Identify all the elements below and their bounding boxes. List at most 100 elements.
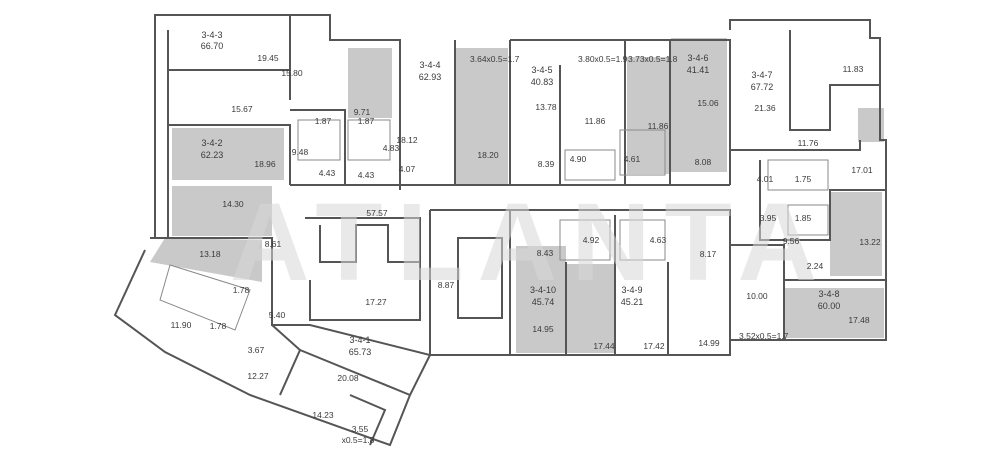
balcony-area: 3.64 bbox=[470, 54, 487, 64]
apt-3-4-10-fill-a bbox=[516, 246, 566, 353]
apt-code-3-4-5: 3-4-5 bbox=[531, 65, 552, 75]
apt-total-3-4-6: 41.41 bbox=[687, 65, 710, 75]
apt-total-3-4-8: 60.00 bbox=[818, 301, 841, 311]
wall-hall bbox=[305, 217, 421, 321]
apt-total-3-4-7: 67.72 bbox=[751, 82, 774, 92]
wall-right-core bbox=[759, 160, 886, 241]
balcony-area: 3.73 bbox=[628, 54, 645, 64]
apt-total-3-4-9: 45.21 bbox=[621, 297, 644, 307]
wall-3-4-7-inner bbox=[789, 30, 880, 131]
room-area: 4.43 bbox=[319, 168, 336, 178]
bath-3-4-2 bbox=[297, 119, 341, 161]
balcony-area-3-4-4: 3.64x0.5=1.7 bbox=[470, 54, 520, 64]
room-area: 11.83 bbox=[843, 64, 864, 74]
balcony-dims: x0.5=1.8 bbox=[342, 435, 375, 445]
apt-total-3-4-10: 45.74 bbox=[532, 297, 555, 307]
room-area: 18.12 bbox=[396, 135, 418, 145]
room-area: 17.27 bbox=[365, 297, 387, 307]
apt-code-3-4-4: 3-4-4 bbox=[419, 60, 440, 70]
balcony-dims: x0.5=1.8 bbox=[645, 54, 678, 64]
apt-code-3-4-1: 3-4-1 bbox=[349, 335, 370, 345]
room-area: 20.08 bbox=[337, 373, 359, 383]
balcony-area: 3.52 bbox=[739, 331, 756, 341]
room-area: 18.20 bbox=[477, 150, 499, 160]
room-area: 14.99 bbox=[698, 338, 720, 348]
bath-3-4-4 bbox=[347, 119, 391, 161]
apt-code-3-4-3: 3-4-3 bbox=[201, 30, 222, 40]
room-area: 15.06 bbox=[697, 98, 719, 108]
wall-3-4-2-top bbox=[168, 124, 291, 185]
room-area: 4.43 bbox=[358, 170, 375, 180]
room-area: 17.01 bbox=[851, 165, 873, 175]
apt-total-3-4-5: 40.83 bbox=[531, 77, 554, 87]
apt-code-3-4-6: 3-4-6 bbox=[687, 53, 708, 63]
room-area: 4.01 bbox=[757, 174, 774, 184]
room-area: 3.95 bbox=[760, 213, 777, 223]
balcony-area: 3.80 bbox=[578, 54, 595, 64]
apt-3-4-6-fill-a bbox=[627, 57, 669, 174]
apt-3-4-4-fill-b bbox=[456, 48, 508, 185]
wall-right-outer bbox=[729, 19, 887, 341]
wall-hall-rooms bbox=[319, 224, 420, 263]
balcony-dims: x0.5=1.7 bbox=[756, 331, 789, 341]
room-area: 1.78 bbox=[210, 321, 227, 331]
room-area: 12.27 bbox=[247, 371, 269, 381]
room-area: 10.00 bbox=[746, 291, 768, 301]
room-area: 11.76 bbox=[798, 138, 819, 148]
room-area: 9.48 bbox=[292, 147, 309, 157]
room-area: 8.08 bbox=[695, 157, 712, 167]
room-area: 4.61 bbox=[624, 154, 641, 164]
apt-code-3-4-9: 3-4-9 bbox=[621, 285, 642, 295]
room-area: 15.67 bbox=[231, 104, 253, 114]
bath-3-4-1 bbox=[159, 264, 251, 331]
room-area: 8.43 bbox=[537, 248, 554, 258]
room-area: 1.75 bbox=[795, 174, 812, 184]
room-area: 14.23 bbox=[312, 410, 334, 420]
balcony-area-3-4-1: 3.55 bbox=[352, 424, 369, 434]
room-area: 1.78 bbox=[233, 285, 250, 295]
room-area: 8.61 bbox=[265, 239, 282, 249]
apt-code-3-4-7: 3-4-7 bbox=[751, 70, 772, 80]
room-area: 11.90 bbox=[171, 320, 192, 330]
apt-total-3-4-2: 62.23 bbox=[201, 150, 224, 160]
apt-total-3-4-3: 66.70 bbox=[201, 41, 224, 51]
apt-3-4-8-fill-b bbox=[784, 288, 884, 338]
wall-3-4-7-bot bbox=[730, 140, 861, 151]
room-area: 4.90 bbox=[570, 154, 587, 164]
wall-3-4-8-top bbox=[730, 244, 785, 340]
room-area: 4.07 bbox=[399, 164, 416, 174]
room-area: 4.63 bbox=[650, 235, 667, 245]
room-area: 9.71 bbox=[354, 107, 371, 117]
bath-3-4-7 bbox=[767, 159, 829, 191]
room-area: 18.96 bbox=[254, 159, 276, 169]
balcony-area: 3.55 bbox=[352, 424, 369, 434]
room-area: 1.87 bbox=[358, 116, 375, 126]
room-area: 13.18 bbox=[199, 249, 221, 259]
wall-3-4-6 bbox=[625, 39, 731, 185]
room-area: 8.17 bbox=[700, 249, 717, 259]
apt-3-4-8-fill-a bbox=[830, 192, 882, 276]
room-area: 11.86 bbox=[585, 116, 606, 126]
stair-well bbox=[457, 237, 503, 319]
wall-3-4-1-inner bbox=[271, 324, 302, 396]
watermark: ATLANTA bbox=[230, 181, 831, 304]
apt-3-4-4-fill-a bbox=[348, 48, 392, 118]
balcony-area-3-4-6: 3.73x0.5=1.8 bbox=[628, 54, 678, 64]
room-area: 21.36 bbox=[754, 103, 776, 113]
room-area: 5.40 bbox=[269, 310, 286, 320]
apt-total-3-4-1: 65.73 bbox=[349, 347, 372, 357]
room-area: 13.22 bbox=[859, 237, 881, 247]
wall-3-4-3 bbox=[168, 69, 291, 100]
balcony-dims: x0.5=1.9 bbox=[595, 54, 628, 64]
balcony-dims-3-4-1: x0.5=1.8 bbox=[342, 435, 375, 445]
room-area: 1.85 bbox=[795, 213, 812, 223]
apt-code-3-4-2: 3-4-2 bbox=[201, 138, 222, 148]
room-area: 11.86 bbox=[648, 121, 669, 131]
bath-3-4-8 bbox=[787, 204, 829, 236]
room-area: 3.67 bbox=[248, 345, 265, 355]
room-area: 19.45 bbox=[257, 53, 279, 63]
bath-3-4-6 bbox=[619, 129, 666, 176]
bath-3-4-5 bbox=[564, 149, 616, 181]
wall-3-4-1-inner-b bbox=[299, 349, 411, 396]
